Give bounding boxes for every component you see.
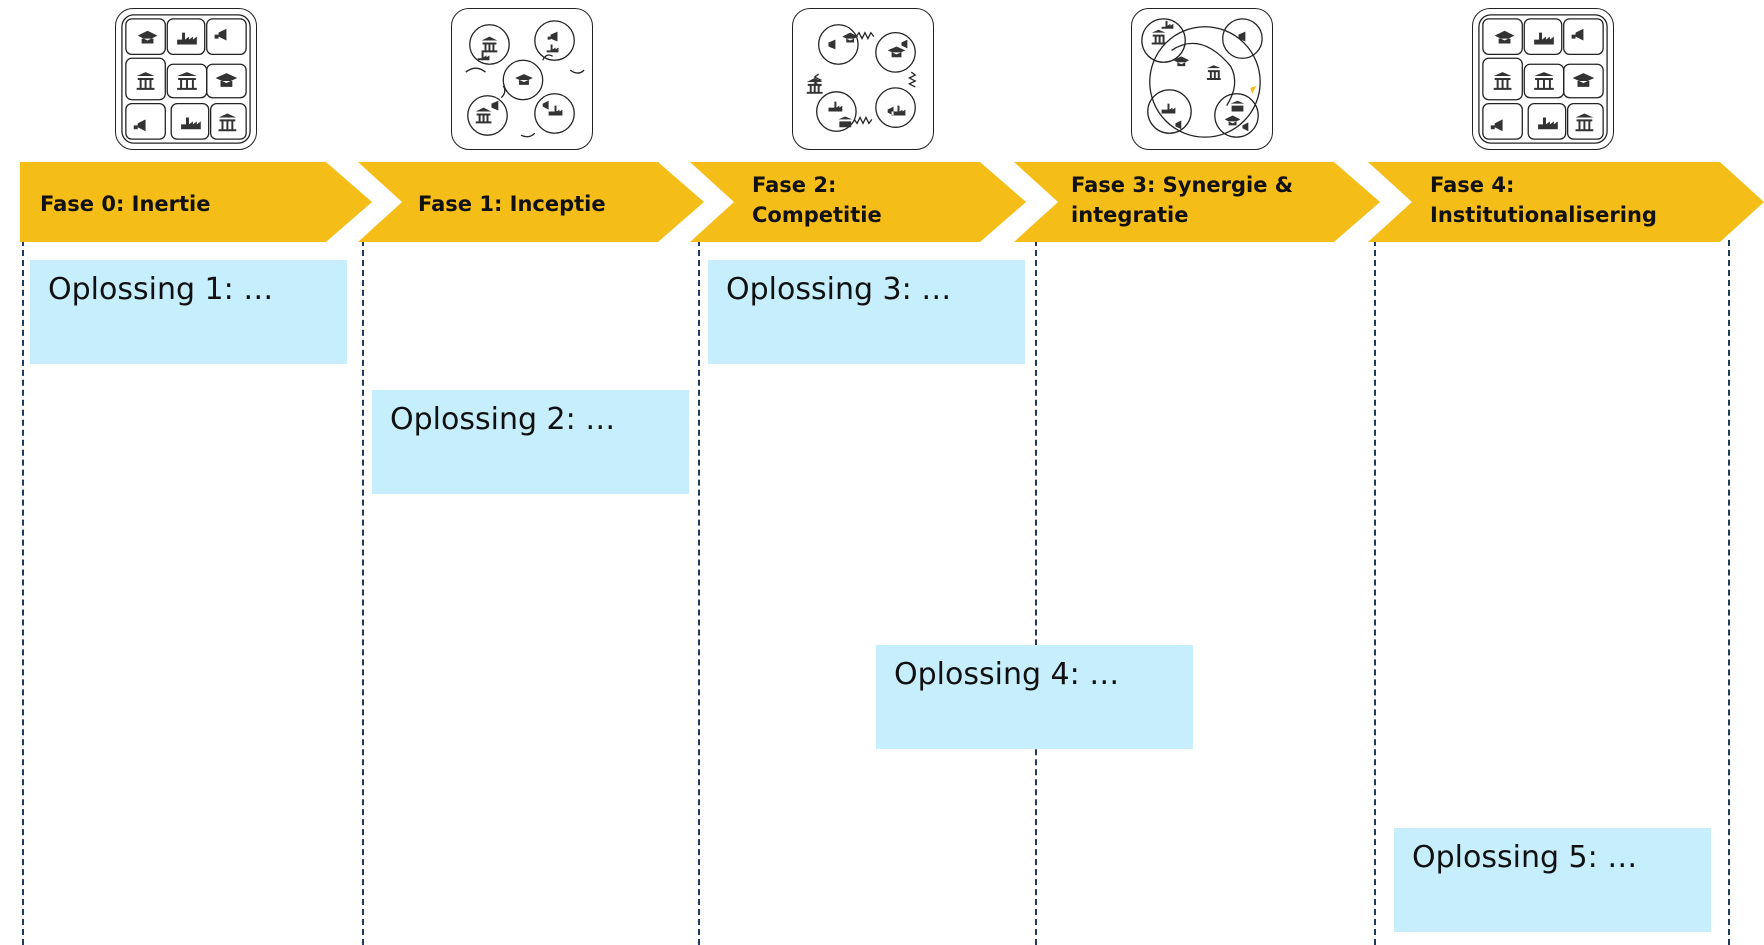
phase-divider bbox=[362, 240, 364, 945]
phase-divider bbox=[698, 240, 700, 945]
phase-2-chevron bbox=[690, 162, 1026, 242]
overlapping-circles-icon bbox=[1131, 8, 1273, 150]
phase-4-chevron bbox=[1368, 162, 1764, 242]
grid-of-actors-icon bbox=[1472, 8, 1614, 150]
phase-label: Fase 2: Competitie bbox=[752, 173, 882, 227]
solution-box: Oplossing 2: … bbox=[372, 390, 689, 494]
solution-box: Oplossing 3: … bbox=[708, 260, 1025, 364]
solution-box: Oplossing 1: … bbox=[30, 260, 347, 364]
competing-clusters-icon bbox=[792, 8, 934, 150]
phase-divider bbox=[1728, 240, 1730, 945]
phase-1-chevron bbox=[358, 162, 704, 242]
phase-0-chevron bbox=[20, 162, 372, 242]
phase-divider bbox=[22, 240, 24, 945]
phase-label: Fase 0: Inertie bbox=[40, 192, 211, 216]
scattered-actors-icon bbox=[451, 8, 593, 150]
phase-label: Fase 3: Synergie & integratie bbox=[1071, 173, 1294, 227]
grid-of-actors-icon bbox=[115, 8, 257, 150]
solution-box: Oplossing 4: … bbox=[876, 645, 1193, 749]
phase-divider bbox=[1035, 240, 1037, 945]
solution-box: Oplossing 5: … bbox=[1394, 828, 1711, 932]
phase-label: Fase 1: Inceptie bbox=[418, 192, 606, 216]
phase-3-chevron bbox=[1014, 162, 1380, 242]
phase-divider bbox=[1374, 240, 1376, 945]
phase-label: Fase 4: Institutionalisering bbox=[1430, 173, 1657, 227]
